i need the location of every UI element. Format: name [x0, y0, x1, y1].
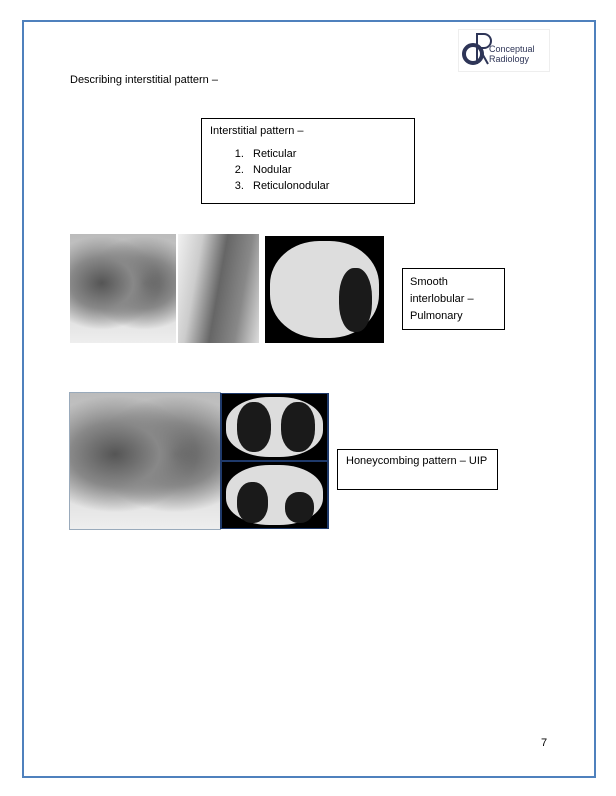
chest-xray-image	[70, 234, 176, 343]
chest-xray-zoom-image	[178, 234, 259, 343]
list-item: Reticulonodular	[247, 178, 406, 194]
page-border	[22, 20, 596, 778]
caption-line: Pulmonary	[410, 310, 463, 322]
ct-panel	[220, 393, 329, 529]
section-heading: Describing interstitial pattern –	[70, 74, 218, 86]
cr-logo-icon	[462, 33, 492, 65]
box-title: Interstitial pattern –	[210, 125, 304, 137]
ct-upper-image	[222, 394, 327, 460]
logo: Conceptual Radiology	[458, 29, 550, 72]
list-item: Nodular	[247, 162, 406, 178]
logo-text: Conceptual Radiology	[489, 44, 535, 64]
caption-honeycombing: Honeycombing pattern – UIP	[337, 449, 498, 490]
interstitial-pattern-box: Interstitial pattern – Reticular Nodular…	[201, 118, 415, 204]
caption-line: Smooth	[410, 276, 448, 288]
pattern-list: Reticular Nodular Reticulonodular	[210, 146, 406, 194]
ct-scan-image	[265, 236, 384, 343]
list-item: Reticular	[247, 146, 406, 162]
caption-line: interlobular –	[410, 293, 474, 305]
caption-smooth-interlobular: Smooth interlobular – Pulmonary	[402, 268, 505, 330]
chest-xray-uip-image	[69, 392, 221, 530]
page-number: 7	[541, 737, 548, 749]
ct-lower-image	[222, 462, 327, 528]
